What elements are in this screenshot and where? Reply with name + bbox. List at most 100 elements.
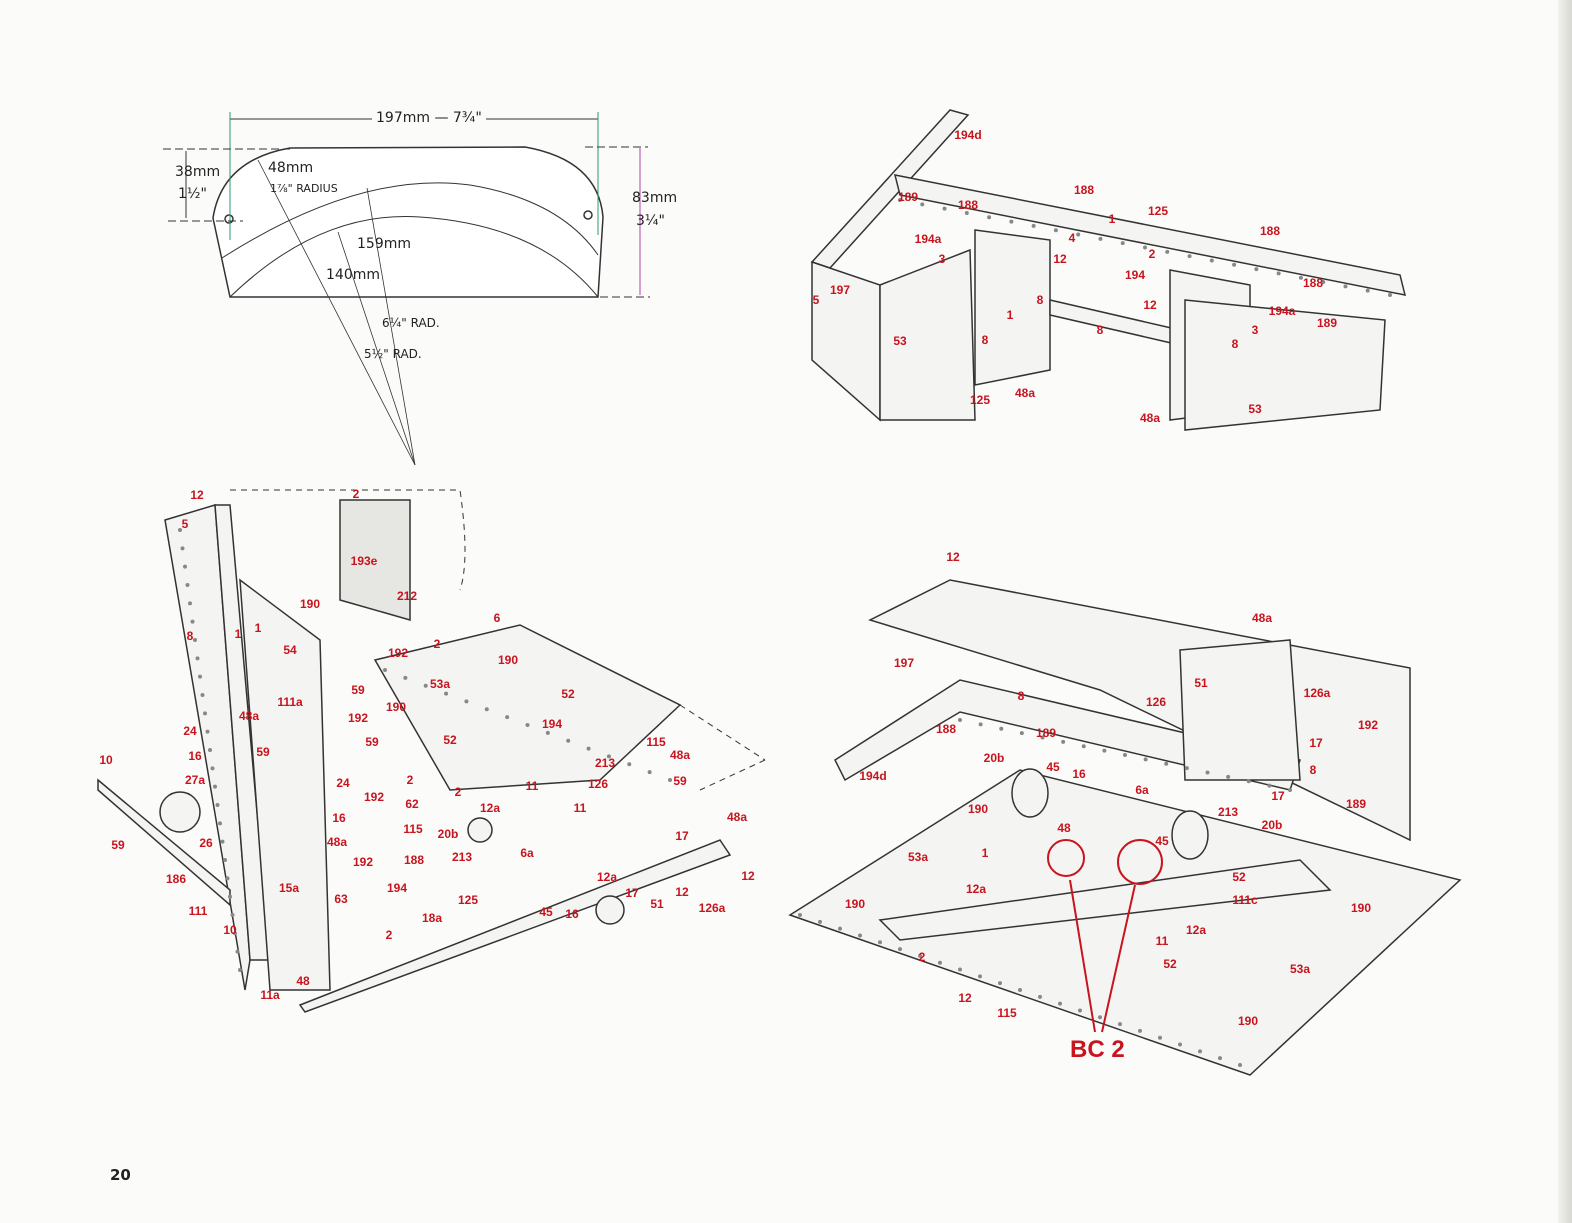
part-label: 194d <box>859 769 887 783</box>
hole-mark <box>878 940 882 945</box>
hole-mark <box>898 947 902 952</box>
part-label: 12a <box>596 870 618 884</box>
hole-mark <box>586 746 591 751</box>
hole-mark <box>1205 770 1210 775</box>
hole-mark <box>238 968 242 972</box>
hole-mark <box>205 729 210 734</box>
part-label: 5 <box>812 293 820 307</box>
hole-mark <box>228 894 232 899</box>
hole-mark <box>220 839 225 844</box>
part-label: 48 <box>296 974 310 988</box>
part-label: 115 <box>403 822 423 836</box>
part-label: 20b <box>983 751 1005 765</box>
hole-mark <box>1198 1049 1202 1054</box>
hole-mark <box>210 766 215 771</box>
hole-mark <box>920 202 925 207</box>
part-label: 192 <box>1357 718 1379 732</box>
hole-mark <box>484 707 489 712</box>
part-label: 6a <box>520 846 534 860</box>
part-label: 3 <box>1251 323 1259 337</box>
part-label: 48a <box>326 835 348 849</box>
page-number: 20 <box>110 1166 131 1184</box>
part-label: 12a <box>965 882 987 896</box>
part-label: 45 <box>1046 760 1060 774</box>
hole-mark <box>1321 280 1326 285</box>
part-label: 12 <box>958 991 972 1005</box>
hole-mark <box>668 778 672 782</box>
hole-mark <box>1218 1056 1222 1061</box>
part-label: 2 <box>385 928 393 942</box>
part-label: 192 <box>352 855 374 869</box>
plate-dimension-drawing <box>163 112 650 466</box>
part-label: 192 <box>387 646 409 660</box>
hole-mark <box>525 723 530 727</box>
part-label: 20b <box>1261 818 1283 832</box>
hole-mark <box>987 215 992 220</box>
hole-mark <box>213 784 217 789</box>
part-label: 1 <box>981 846 989 860</box>
outer-arc-mm: 159mm <box>357 236 411 252</box>
hole-mark <box>1238 1063 1242 1067</box>
hole-mark <box>1158 1035 1162 1040</box>
part-label: 111 <box>188 904 208 918</box>
part-label: 53 <box>893 334 907 348</box>
hole-mark <box>1388 293 1392 297</box>
hole-mark <box>1165 249 1170 254</box>
part-label: 190 <box>967 802 989 816</box>
part-label: 213 <box>594 756 616 770</box>
part-label: 188 <box>1259 224 1281 238</box>
hole-mark <box>1143 245 1147 250</box>
part-label: 189 <box>1345 797 1367 811</box>
part-label: 17 <box>1271 789 1285 803</box>
hole-mark <box>1118 1022 1122 1027</box>
hole-mark <box>188 601 192 606</box>
hole-mark <box>898 198 902 202</box>
part-label: 194 <box>1124 268 1146 282</box>
hole-mark <box>964 210 969 215</box>
part-label: 126a <box>698 901 726 915</box>
hole-mark <box>1365 288 1370 293</box>
part-label: 16 <box>332 811 346 825</box>
part-label: 11a <box>260 988 280 1002</box>
part-label: 12 <box>741 869 755 883</box>
part-label: 59 <box>256 745 270 759</box>
part-label: 48a <box>238 709 260 723</box>
hole-mark <box>606 754 611 759</box>
part-label: 8 <box>1096 323 1104 337</box>
part-label: 53a <box>429 677 451 691</box>
part-label: 52 <box>561 687 575 701</box>
part-label: 115 <box>646 735 666 749</box>
hole-mark <box>1246 779 1251 784</box>
part-label: 213 <box>1217 805 1239 819</box>
part-label: 2 <box>406 773 414 787</box>
part-label: 213 <box>451 850 473 864</box>
part-label: 12 <box>675 885 689 899</box>
part-label: 190 <box>1237 1014 1259 1028</box>
hole-mark <box>1288 788 1292 792</box>
part-label: 6 <box>493 611 501 625</box>
hole-mark <box>942 206 947 211</box>
part-label: 59 <box>351 683 365 697</box>
part-label: 12 <box>946 550 960 564</box>
corner-radius-mm: 48mm <box>268 160 314 176</box>
hole-mark <box>918 953 922 958</box>
part-label: 2 <box>352 487 360 501</box>
part-label: 125 <box>457 893 479 907</box>
part-label: 194 <box>386 881 408 895</box>
part-label: 17 <box>675 829 689 843</box>
assembly-top-right-outline <box>810 109 1407 431</box>
part-label: 193e <box>350 554 378 568</box>
hole-mark <box>858 933 862 938</box>
part-label: 188 <box>1073 183 1095 197</box>
outer-arc-in: 6¼" RAD. <box>382 316 440 330</box>
part-label: 53a <box>1289 962 1311 976</box>
hole-mark <box>838 926 842 931</box>
part-label: 2 <box>433 637 441 651</box>
hole-mark <box>195 656 200 661</box>
part-label: 126 <box>1145 695 1167 709</box>
hole-mark <box>1078 1008 1082 1013</box>
part-label: 126a <box>1303 686 1331 700</box>
hole-mark <box>1102 748 1107 753</box>
hole-mark <box>1184 766 1189 771</box>
